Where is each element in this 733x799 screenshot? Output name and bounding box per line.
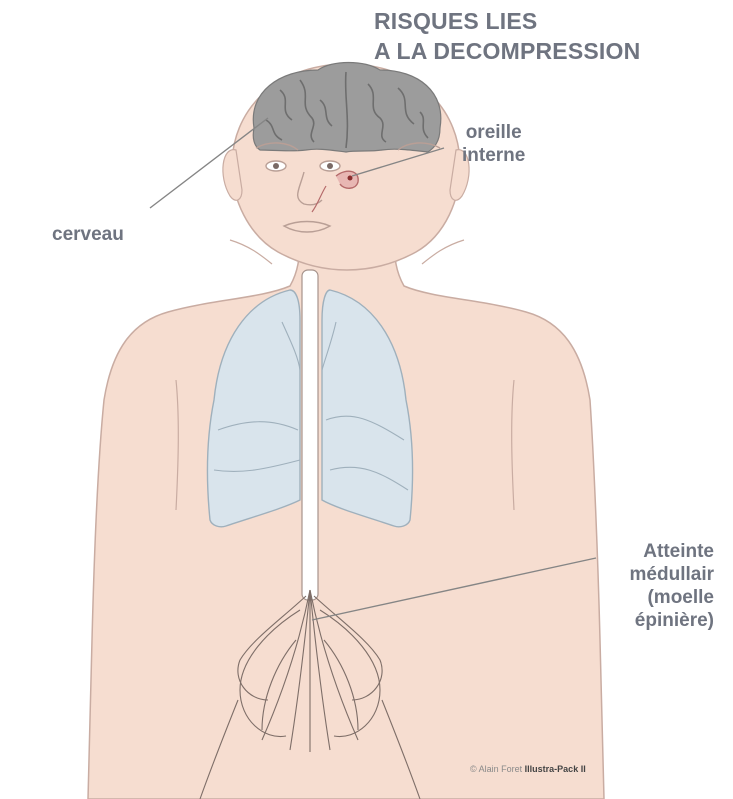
- label-cerveau: cerveau: [52, 223, 124, 246]
- copyright-brand: Illustra-Pack II: [525, 764, 586, 774]
- copyright-author: © Alain Foret: [470, 764, 522, 774]
- copyright-notice: © Alain Foret Illustra-Pack II: [470, 764, 586, 774]
- label-atteinte-line-1: Atteinte: [596, 540, 714, 563]
- label-atteinte-line-3: (moelle: [596, 586, 714, 609]
- spinal-cord: [302, 270, 318, 600]
- label-atteinte-line-2: médullair: [596, 563, 714, 586]
- label-oreille-line-2: interne: [462, 144, 525, 167]
- title-line-1: RISQUES LIES: [374, 6, 640, 36]
- label-oreille-interne: oreille interne: [462, 121, 525, 167]
- diagram-title: RISQUES LIES A LA DECOMPRESSION: [374, 6, 640, 66]
- label-oreille-line-1: oreille: [462, 121, 525, 144]
- label-atteinte-line-4: épinière): [596, 609, 714, 632]
- title-line-2: A LA DECOMPRESSION: [374, 36, 640, 66]
- label-atteinte-medullaire: Atteinte médullair (moelle épinière): [596, 540, 714, 632]
